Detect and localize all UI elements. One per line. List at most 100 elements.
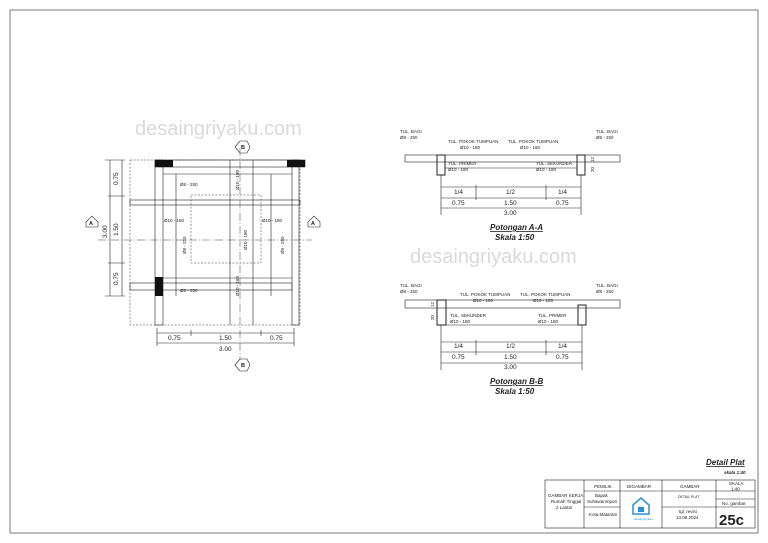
column	[287, 160, 305, 167]
drawing-label: Ø10 - 180	[448, 167, 469, 172]
drawing-label: PEMILIK	[594, 484, 612, 489]
dimension: 1.50	[113, 223, 120, 236]
slab-outline	[129, 159, 301, 326]
logo: desaingriyaku	[632, 497, 653, 521]
drawing-label: Ø10 - 180	[533, 298, 554, 303]
section-title: Potongan A-A	[490, 223, 543, 232]
section-b-b: TUL. BAGI Ø8 - 250 TUL. BAGI Ø8 - 250 TU…	[400, 283, 621, 396]
rebar-label: Ø8 - 250	[280, 236, 285, 254]
dimension: 0.75	[113, 272, 120, 285]
section-a-a: TUL. BAGI Ø8 - 250 TUL. BAGI Ø8 - 250 TU…	[400, 129, 621, 268]
drawing-label: TUL. PRIMER	[448, 161, 477, 166]
drawing-label: Ø8 - 250	[400, 289, 418, 294]
drawing-label: TUL. PRIMER	[538, 313, 567, 318]
drawing-label: TUL. SEKUNDER	[536, 161, 573, 166]
drawing-label: TUL. BAGI	[596, 129, 618, 134]
drawing-label: 1/4	[454, 343, 463, 350]
drawing-label: 1/4	[558, 343, 567, 350]
drawing-label: B	[241, 145, 245, 151]
section-scale: Skala 1:50	[495, 233, 535, 242]
drawing-label: B	[241, 363, 245, 369]
sheet-scale: skala 1:40	[724, 470, 746, 475]
drawing-label: 3.00	[504, 364, 517, 371]
drawing-label: 1.50	[504, 200, 517, 207]
sheet-number: 25c	[719, 512, 744, 529]
column	[155, 160, 173, 167]
drawing-label: desaingriyaku	[634, 517, 653, 521]
drawing-label: Ø10 - 180	[538, 319, 559, 324]
rebar-label: Ø10 - 180	[262, 218, 283, 223]
field-reinforcement-zone	[190, 194, 262, 264]
rebar-label: Ø10 - 180	[235, 275, 240, 296]
watermark: desaingriyaku.com	[135, 118, 302, 140]
drawing-label: tgl. revisi	[679, 509, 697, 514]
dimension: 0.75	[270, 335, 283, 342]
beam-left	[154, 159, 164, 326]
drawing-label: 1/4	[558, 189, 567, 196]
drawing-label: 0.75	[556, 354, 569, 361]
title-block: Detail Plat skala 1:40 GAMBAR KERJA Ruma…	[544, 458, 756, 529]
section-marker-a-right[interactable]: A	[307, 215, 321, 228]
drawing-label: TUL. POKOK TUMPUAN	[448, 139, 498, 144]
dimension: 0.75	[168, 335, 181, 342]
drawing-label: 0.75	[452, 200, 465, 207]
column	[155, 277, 163, 296]
drawing-label: 1/2	[506, 189, 515, 196]
drawing-label: Suhawanmputi	[587, 499, 617, 504]
slab-plan: Ø8 - 250 Ø8 - 250 Ø10 - 180 Ø10 - 180 Ø8…	[85, 118, 321, 372]
section-marker-b-bottom[interactable]: B	[234, 358, 251, 372]
rebar-label: Ø8 - 250	[182, 236, 187, 254]
dimension: 0.75	[113, 172, 120, 185]
drawing-label: 1:40	[731, 487, 740, 492]
sheet-border	[9, 9, 759, 534]
drawing-label: TUL. SEKUNDER	[450, 313, 487, 318]
dimension: 1.50	[219, 335, 232, 342]
sheet-title: Detail Plat	[706, 458, 745, 467]
beam-bottom	[129, 282, 293, 291]
section-title: Potongan B-B	[490, 377, 544, 386]
rebar-label: Ø10 - 180	[164, 218, 185, 223]
drawing-label: A	[311, 221, 315, 227]
drawing-label: 1/2	[506, 343, 515, 350]
drawing-label: DETAIL PLAT	[678, 495, 700, 499]
dimension-total: 3.00	[219, 346, 232, 353]
drawing-label: TUL. BAGI	[400, 129, 422, 134]
drawing-label: TUL. POKOK TUMPUAN	[520, 292, 570, 297]
drawing-label: 13.08.2024	[676, 515, 699, 520]
drawing-label: DIGAMBAR	[627, 484, 652, 489]
drawing-label: Rumah Tinggal	[551, 499, 581, 504]
drawing-label: Kota Mataram	[589, 512, 618, 517]
drawing-label: Ø8 - 250	[596, 289, 614, 294]
dimension-total: 3.00	[102, 225, 109, 238]
drawing-label: 1.50	[504, 354, 517, 361]
drawing-label: GAMBAR KERJA	[548, 493, 583, 498]
drawing-label: 1/4	[454, 189, 463, 196]
section-scale: Skala 1:50	[495, 387, 535, 396]
rebar-label: Ø8 - 250	[180, 182, 198, 187]
drawing-label: 0.75	[452, 354, 465, 361]
rebar-label: Ø10 - 180	[235, 169, 240, 190]
drawing-label: Ø10 - 180	[460, 145, 481, 150]
rebar-label: Ø10 - 180	[243, 229, 248, 250]
drawing-label: GAMBAR	[680, 484, 700, 489]
drawing-label: TUL. POKOK TUMPUAN	[460, 292, 510, 297]
drawing-label: Ø10 - 180	[520, 145, 541, 150]
beam-mid	[129, 199, 301, 206]
drawing-label: SKALA	[729, 481, 744, 486]
drawing-label: 20	[430, 314, 435, 320]
drawing-label: Ø8 - 250	[596, 135, 614, 140]
drawing-label: Bapak	[595, 493, 609, 498]
drawing-label: No. gambar	[722, 501, 746, 506]
drawing-label: Ø10 - 180	[536, 167, 557, 172]
section-marker-b-top[interactable]: B	[234, 140, 251, 154]
drawing-label: Ø10 - 180	[473, 298, 494, 303]
drawing-label: 3.00	[504, 210, 517, 217]
drawing-label: 0.75	[556, 200, 569, 207]
drawing-label: A	[89, 221, 93, 227]
drawing-label: TUL. BAGI	[400, 283, 422, 288]
drawing-label: 20	[590, 166, 595, 172]
drawing-label: 12	[590, 156, 595, 162]
beam-right	[291, 159, 300, 326]
drawing-label: TUL. BAGI	[596, 283, 618, 288]
section-marker-a-left[interactable]: A	[85, 215, 99, 228]
